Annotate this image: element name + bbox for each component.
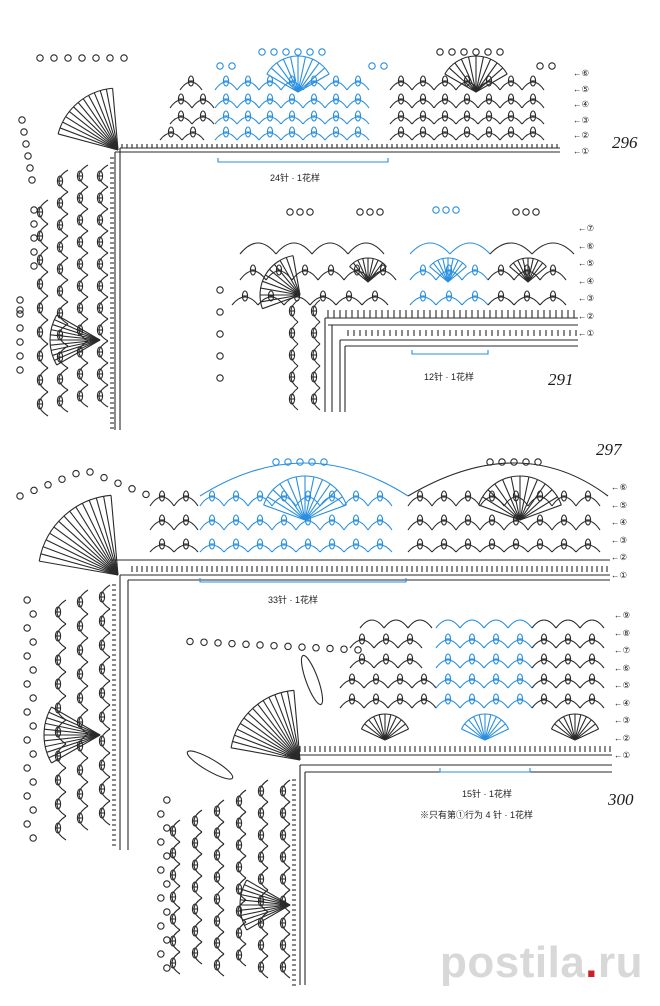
row-number-label: ←② (573, 130, 590, 140)
row-number-label: ←② (578, 310, 595, 321)
pattern-number: 300 (608, 790, 634, 809)
repeat-label: 15针 · 1花样 (462, 789, 513, 799)
row-number-label: ←⑧ (614, 627, 631, 638)
row-number-label: ←⑥ (611, 482, 628, 492)
row-number-label: ←④ (614, 697, 631, 708)
repeat-label: 12针 · 1花样 (424, 372, 475, 382)
row-number-label: ←① (578, 328, 595, 338)
chart-291 (216, 206, 578, 412)
chart-296 (16, 48, 560, 430)
repeat-label: 33针 · 1花样 (268, 595, 319, 605)
row-number-label: ←⑦ (614, 645, 631, 655)
row-number-label: ←③ (578, 293, 595, 303)
row-number-label: ←⑥ (614, 662, 631, 673)
row-number-label: ←⑤ (614, 680, 631, 690)
pattern-note: ※只有第①行为 4 针 · 1花样 (420, 810, 534, 820)
row-number-label: ←⑨ (614, 610, 631, 620)
row-number-label: ←⑤ (611, 499, 628, 510)
row-number-label: ←④ (573, 99, 590, 109)
chart-300 (157, 619, 612, 986)
chart-297 (16, 458, 610, 850)
row-number-label: ←④ (578, 275, 595, 286)
row-number-label: ←⑥ (578, 240, 595, 251)
row-number-label: ←② (611, 552, 628, 562)
row-number-label: ←① (611, 569, 628, 580)
row-number-label: ←⑦ (578, 223, 595, 233)
repeat-label: 24针 · 1花样 (270, 173, 321, 183)
pattern-number: 297 (596, 440, 622, 459)
row-number-label: ←⑤ (578, 258, 595, 268)
pattern-number: 291 (548, 370, 574, 389)
row-number-label: ←⑥ (573, 68, 590, 78)
pattern-number: 296 (612, 133, 638, 152)
postila-watermark: postila.ru (440, 938, 644, 987)
row-number-label: ←⑤ (573, 83, 590, 94)
row-number-label: ←③ (611, 534, 628, 545)
row-number-label: ←① (614, 750, 631, 760)
row-number-label: ←② (614, 732, 631, 743)
row-number-label: ←③ (614, 715, 631, 725)
row-number-label: ←① (573, 145, 590, 156)
row-number-label: ←③ (573, 114, 590, 125)
row-number-label: ←④ (611, 517, 628, 527)
